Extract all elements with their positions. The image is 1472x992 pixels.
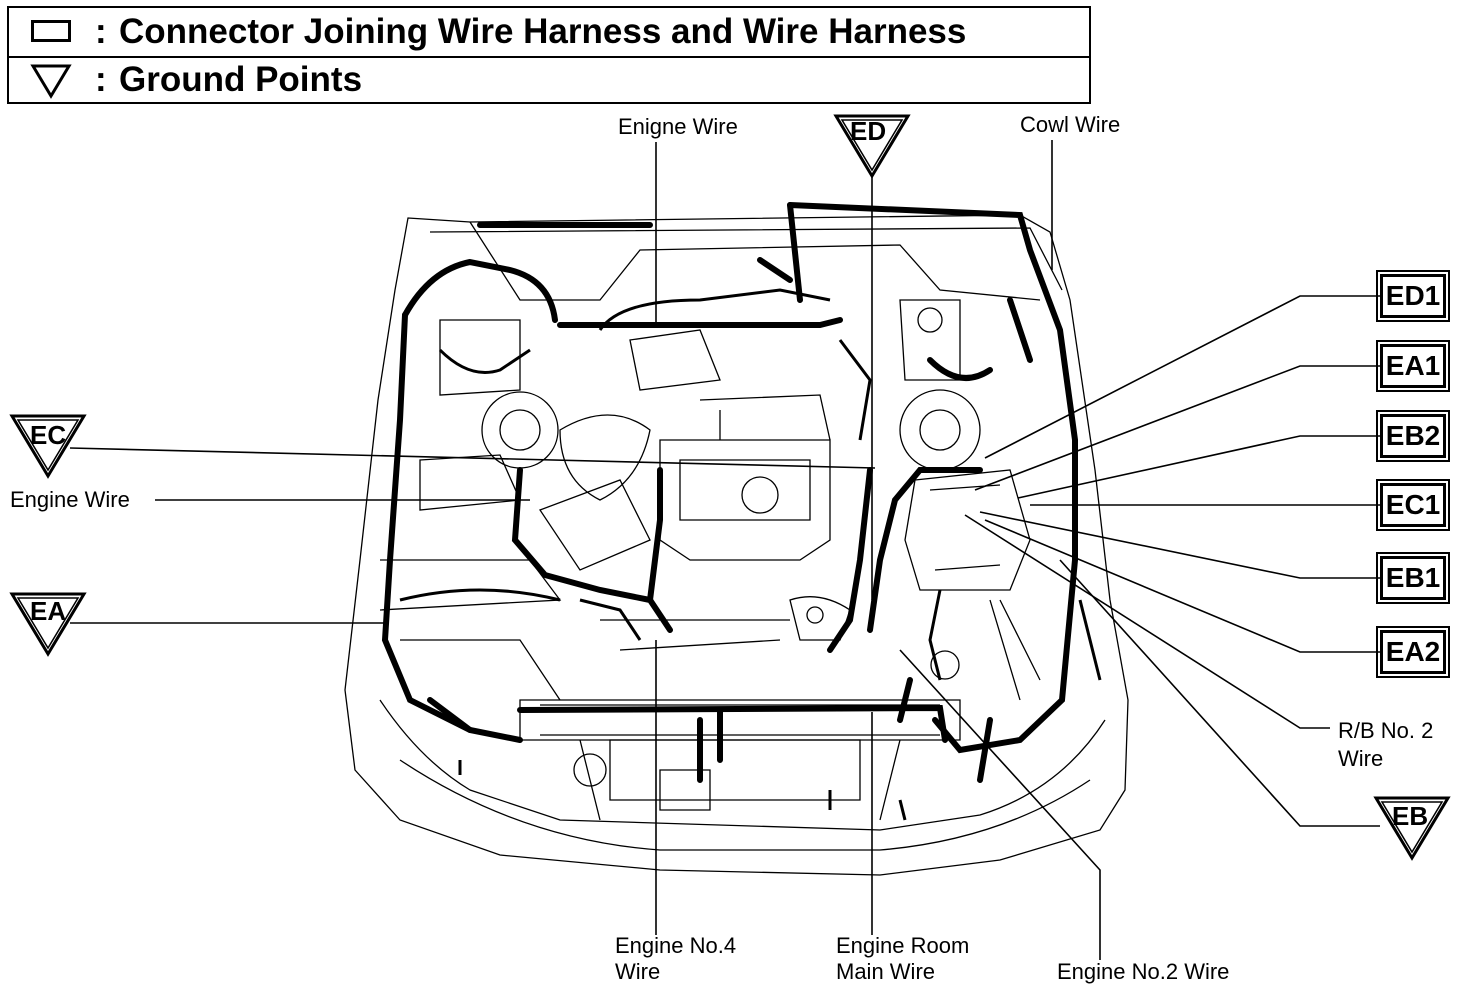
connector-symbol-icon xyxy=(31,20,71,42)
legend-colon: : xyxy=(95,60,107,99)
ground-point-eb-icon xyxy=(1373,796,1451,861)
ground-point-eb: EB xyxy=(1392,801,1429,831)
connector-ec1: EC1 xyxy=(1376,479,1450,531)
connector-ed1: ED1 xyxy=(1376,270,1450,322)
label-rb-no2-wire-line1: R/B No. 2 xyxy=(1338,718,1434,743)
connector-ea2: EA2 xyxy=(1376,626,1450,678)
legend-box: : Connector Joining Wire Harness and Wir… xyxy=(7,6,1091,104)
label-cowl-wire: Cowl Wire xyxy=(1020,112,1121,137)
connector-ea1: EA1 xyxy=(1376,340,1450,392)
connector-eb1: EB1 xyxy=(1376,552,1450,604)
legend-colon: : xyxy=(95,12,107,51)
label-engine-no4-wire-line1: Engine No.4 xyxy=(615,933,737,958)
ground-symbol-icon xyxy=(30,64,72,99)
label-rb-no2-wire-line2: Wire xyxy=(1338,746,1384,771)
ground-point-ec-icon xyxy=(9,414,87,479)
ground-point-ea-icon xyxy=(9,592,87,657)
ground-point-ed-icon xyxy=(833,114,911,179)
legend-ground-text: Ground Points xyxy=(119,60,363,99)
label-engine-room-main-line2: Main Wire xyxy=(836,959,936,984)
ground-point-ec: EC xyxy=(30,420,67,450)
connector-eb2: EB2 xyxy=(1376,410,1450,462)
ground-point-ed: ED xyxy=(850,116,887,146)
label-engine-no2-wire: Engine No.2 Wire xyxy=(1057,959,1230,984)
label-engine-room-main-line1: Engine Room xyxy=(836,933,970,958)
label-engine-no4-wire-line2: Wire xyxy=(615,959,661,984)
legend-row-ground: : Ground Points xyxy=(9,56,1089,104)
label-enigne-wire-top: Enigne Wire xyxy=(618,114,738,139)
ground-point-ea: EA xyxy=(30,596,67,626)
legend-row-connector: : Connector Joining Wire Harness and Wir… xyxy=(9,8,1089,58)
legend-connector-text: Connector Joining Wire Harness and Wire … xyxy=(119,12,967,51)
label-engine-wire-left: Engine Wire xyxy=(10,487,130,512)
